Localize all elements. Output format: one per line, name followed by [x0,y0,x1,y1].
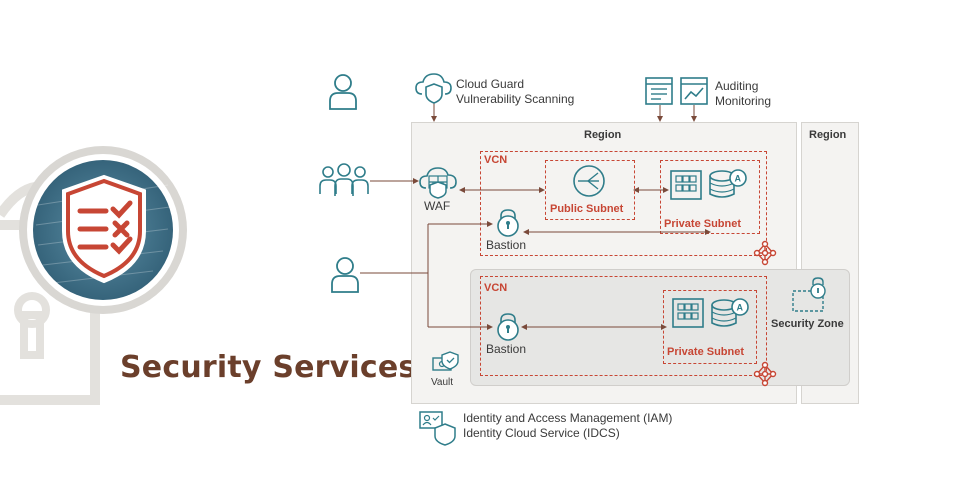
page-title: Security Services [120,350,417,385]
svg-text:A: A [737,303,744,313]
vcn-network-icon [753,361,777,387]
user-group-icon [319,163,369,196]
vcn-top [480,151,767,256]
public-subnet-label: Public Subnet [550,203,624,215]
hero-badge [18,145,188,315]
cloud-guard-label: Cloud Guard [456,77,525,91]
user-icon [329,74,357,110]
monitoring-chart-icon [680,77,708,105]
region-main-label: Region [584,129,622,141]
compute-server-icon [672,298,704,328]
vault-label: Vault [431,377,454,388]
autonomous-database-icon: A [711,298,749,327]
private-subnet-bottom-label: Private Subnet [667,346,745,358]
audit-log-icon [645,77,673,105]
vcn-top-label: VCN [484,154,508,166]
waf-label: WAF [424,199,451,213]
shield-checklist-icon [62,174,146,284]
vault-icon [432,351,459,371]
vcn-network-icon [753,240,777,266]
vcn-bottom-label: VCN [484,282,508,294]
compute-server-icon [670,170,702,200]
bastion-lock-icon [497,209,519,237]
autonomous-database-icon: A [709,169,747,198]
waf-firewall-icon [419,167,457,199]
bastion-top-label: Bastion [486,238,527,252]
cloud-shield-icon [415,73,452,104]
vulnerability-scanning-label: Vulnerability Scanning [456,92,575,106]
svg-text:A: A [735,174,742,184]
region-secondary-label: Region [809,129,847,141]
monitoring-label: Monitoring [715,94,772,108]
private-subnet-top-label: Private Subnet [664,218,742,230]
security-zone-label: Security Zone [771,318,844,330]
iam-label: Identity and Access Management (IAM) [463,411,673,425]
bastion-bottom-label: Bastion [486,342,527,356]
identity-management-icon [419,411,456,446]
security-zone-icon [792,277,826,312]
auditing-label: Auditing [715,79,759,93]
load-balancer-icon [573,165,605,197]
bastion-lock-icon [497,313,519,341]
idcs-label: Identity Cloud Service (IDCS) [463,426,620,440]
vcn-bottom [480,276,767,376]
user-icon [331,257,359,293]
